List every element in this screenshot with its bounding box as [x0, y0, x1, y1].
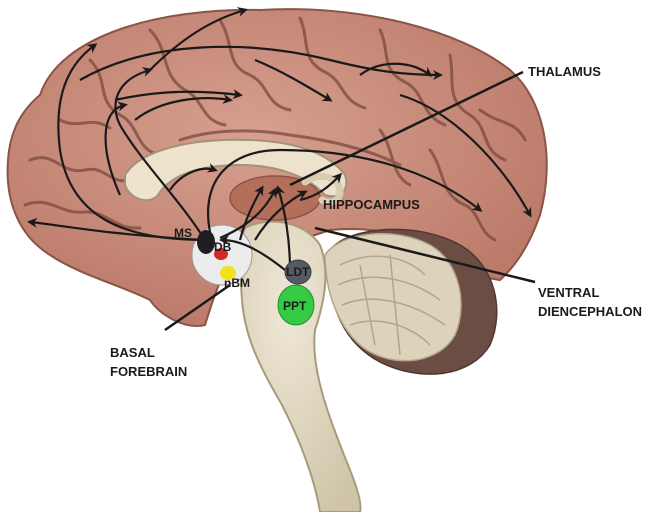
cholinergic-projections — [27, 7, 532, 271]
ms-nucleus — [197, 230, 215, 254]
ldt-nucleus — [284, 259, 312, 285]
basal-forebrain-label-line2: FOREBRAIN — [110, 364, 187, 379]
ldt-label: LDT — [286, 265, 310, 279]
nbm-nucleus — [220, 266, 236, 280]
cerebellum — [324, 228, 498, 375]
brainstem — [239, 220, 362, 512]
leader-lines — [164, 70, 536, 332]
cortical-sulci — [23, 16, 527, 242]
ppt-label: PPT — [283, 299, 307, 313]
corpus-callosum — [124, 138, 348, 202]
basal-forebrain-label-line1: BASAL — [110, 345, 155, 360]
ventral-diencephalon-label-line2: DIENCEPHALON — [538, 304, 642, 319]
nbm-label: nBM — [224, 276, 250, 290]
ms-label: MS — [174, 226, 192, 240]
hippocampus-region — [301, 172, 344, 206]
hippocampus-label: HIPPOCAMPUS — [323, 197, 420, 212]
db-nucleus — [214, 248, 228, 260]
ventral-diencephalon-label-line1: VENTRAL — [538, 285, 599, 300]
ppt-nucleus — [277, 284, 315, 326]
db-label: DB — [214, 240, 232, 254]
thalamus-label: THALAMUS — [528, 64, 601, 79]
